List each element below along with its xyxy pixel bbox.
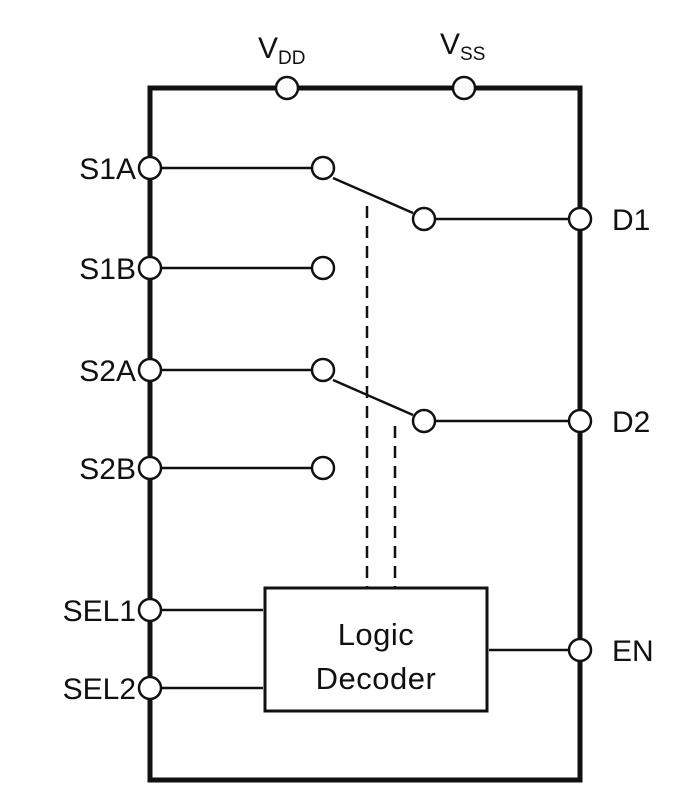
s1b-pin (137, 255, 163, 281)
vdd-pin (274, 75, 300, 101)
decoder-line1: Logic (338, 617, 415, 652)
s1b-contact (310, 255, 336, 281)
vss-pin (451, 75, 477, 101)
en-label: EN (612, 635, 654, 668)
d2-pin (567, 408, 593, 434)
sel1-label: SEL1 (63, 595, 136, 628)
switch1-common-contact (411, 206, 437, 232)
sel2-label: SEL2 (63, 673, 136, 706)
switch2-arm (332, 378, 414, 417)
d1-pin (567, 206, 593, 232)
vss-label: VSS (440, 28, 485, 65)
decoder-line2: Decoder (316, 661, 437, 696)
switch2-common-contact (411, 408, 437, 434)
s2b-contact (310, 455, 336, 481)
sel2-pin (137, 675, 163, 701)
s1b-label: S1B (79, 253, 136, 286)
vdd-label: VDD (258, 32, 305, 69)
s1a-pin (137, 155, 163, 181)
s2a-contact (310, 357, 336, 383)
s1a-contact (310, 155, 336, 181)
switch1-arm (332, 176, 414, 215)
d2-label: D2 (612, 406, 650, 439)
s2a-pin (137, 357, 163, 383)
s1a-label: S1A (79, 153, 136, 186)
sel1-pin (137, 597, 163, 623)
s2b-label: S2B (79, 453, 136, 486)
s2a-label: S2A (79, 355, 136, 388)
en-pin (567, 637, 593, 663)
logic-decoder-box (263, 586, 489, 713)
s2b-pin (137, 455, 163, 481)
d1-label: D1 (612, 204, 650, 237)
package-outline (147, 85, 583, 783)
